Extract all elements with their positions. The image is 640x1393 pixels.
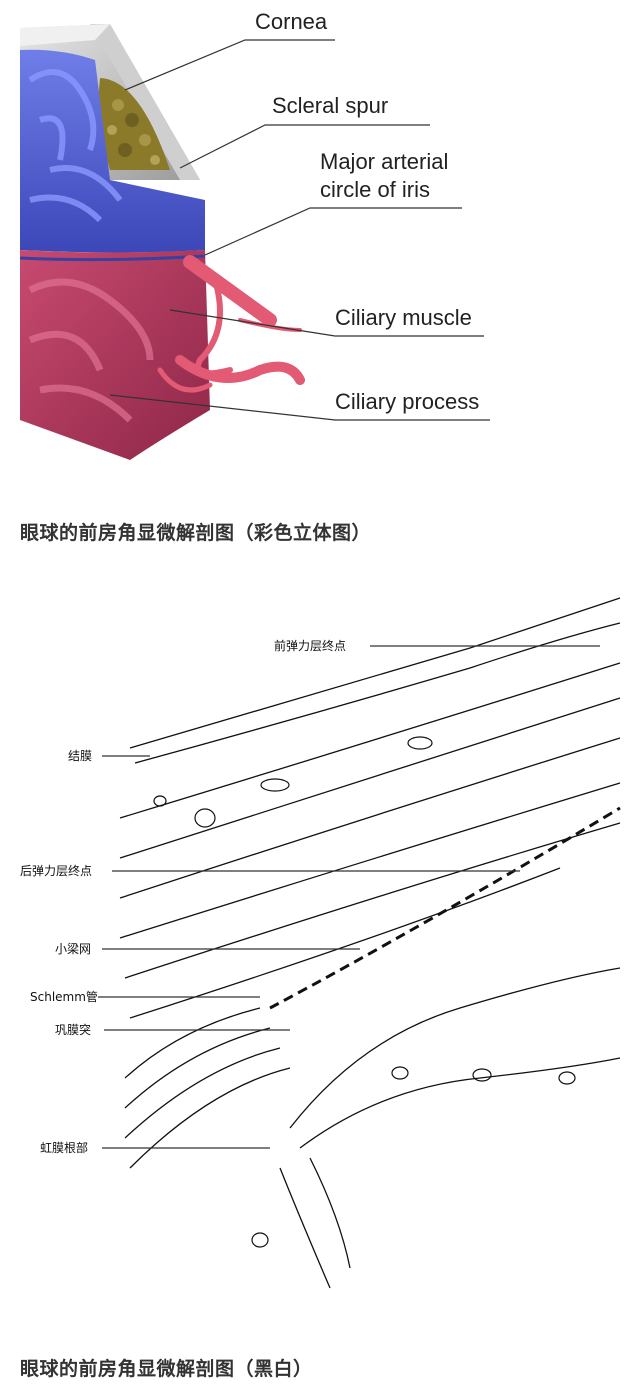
label-major-arterial-2: circle of iris — [320, 177, 430, 202]
caption-bw: 眼球的前房角显微解剖图（黑白） — [20, 1358, 313, 1380]
color-3d-illustration: Cornea Scleral spur Major arterial circl… — [19, 9, 490, 460]
label-iris-root: 虹膜根部 — [40, 1140, 88, 1155]
trabecular-blue-tissue — [20, 49, 205, 253]
label-ciliary-muscle: Ciliary muscle — [335, 305, 472, 330]
label-major-arterial-1: Major arterial — [320, 149, 448, 174]
label-scleral-spur-cn: 巩膜突 — [55, 1022, 91, 1037]
bw-outlines — [119, 597, 621, 1289]
label-posterior-limiting: 后弹力层终点 — [20, 863, 92, 878]
bw-leader-lines — [98, 645, 600, 1149]
caption-color: 眼球的前房角显微解剖图（彩色立体图） — [20, 522, 372, 544]
label-conjunctiva: 结膜 — [68, 749, 92, 763]
label-schlemm: Schlemm管 — [30, 989, 98, 1004]
ciliary-body-pink — [19, 250, 210, 460]
sclera-texture — [98, 78, 170, 170]
bw-cells — [153, 736, 576, 1248]
label-anterior-limiting: 前弹力层终点 — [274, 638, 346, 653]
color-leader-lines — [109, 39, 490, 421]
bw-line-illustration: 前弹力层终点 结膜 后弹力层终点 小梁网 Schlemm管 巩膜突 虹膜根部 — [20, 597, 621, 1289]
label-scleral-spur: Scleral spur — [272, 93, 388, 118]
label-trabecular: 小梁网 — [55, 941, 91, 956]
label-cornea: Cornea — [255, 9, 328, 34]
label-ciliary-process: Ciliary process — [335, 389, 479, 414]
